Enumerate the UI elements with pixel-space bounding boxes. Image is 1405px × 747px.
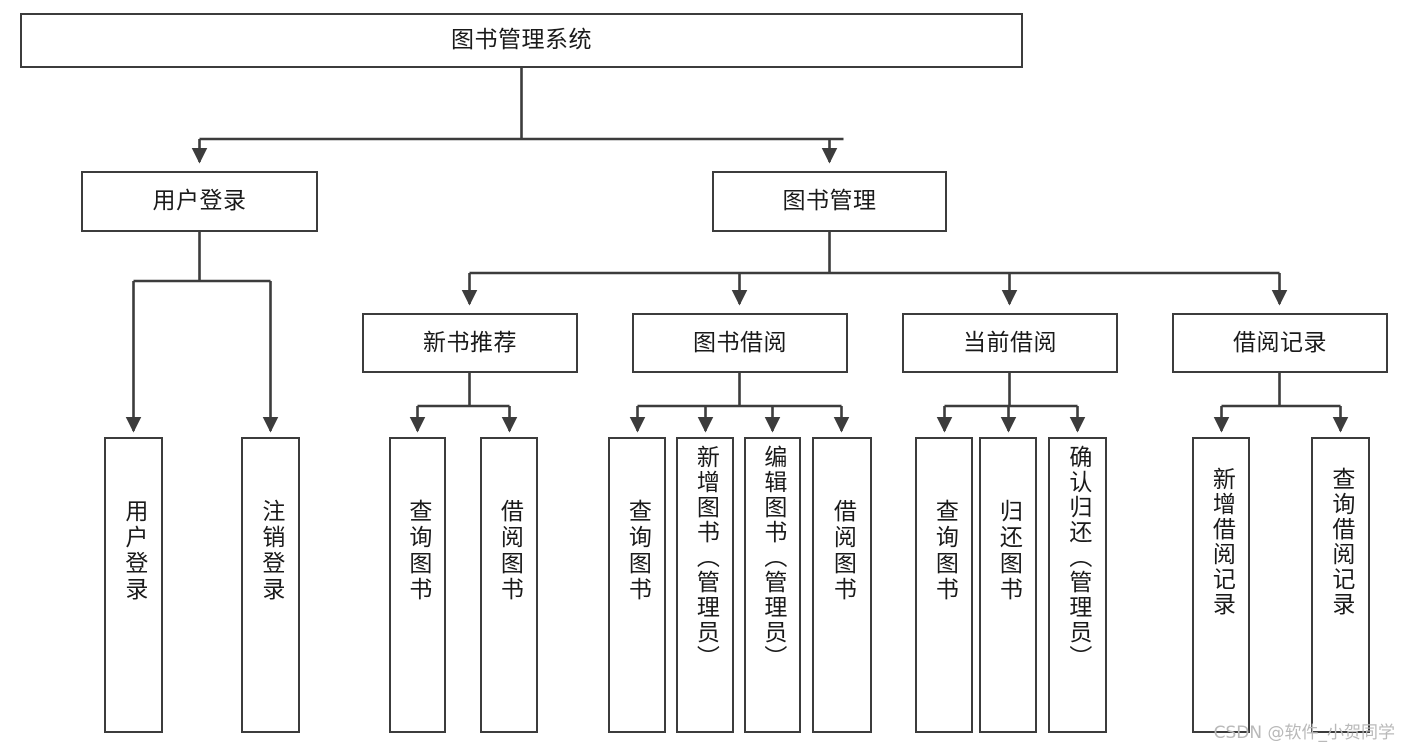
node-label: 归还图书 [995, 499, 1022, 603]
node-label: 新增图书（管理员） [692, 445, 719, 670]
node-label: 借阅记录 [1233, 329, 1327, 356]
node-label: 借阅图书 [829, 499, 856, 603]
node-label: 查询图书 [404, 499, 431, 603]
leaf-book-borrow-add[interactable]: 新增图书（管理员） [676, 437, 734, 733]
node-label: 借阅图书 [496, 499, 523, 603]
node-label: 当前借阅 [963, 329, 1057, 356]
node-book-borrow[interactable]: 图书借阅 [632, 313, 848, 373]
node-label: 编辑图书（管理员） [759, 445, 786, 670]
leaf-current-borrow-confirm[interactable]: 确认归还（管理员） [1048, 437, 1107, 733]
node-label: 图书借阅 [693, 329, 787, 356]
node-book-management[interactable]: 图书管理 [712, 171, 947, 232]
leaf-borrow-record-query[interactable]: 查询借阅记录 [1311, 437, 1370, 733]
leaf-book-borrow-borrow[interactable]: 借阅图书 [812, 437, 872, 733]
node-label: 用户登录 [152, 188, 247, 215]
node-label: 图书管理 [782, 188, 877, 215]
node-current-borrow[interactable]: 当前借阅 [902, 313, 1118, 373]
node-label: 新书推荐 [423, 329, 517, 356]
node-root-system[interactable]: 图书管理系统 [20, 13, 1023, 68]
csdn-watermark: CSDN @软件_小贺同学 [1213, 723, 1395, 743]
node-user-login[interactable]: 用户登录 [81, 171, 318, 232]
leaf-new-book-query[interactable]: 查询图书 [389, 437, 446, 733]
node-label: 注销登录 [257, 499, 284, 603]
leaf-current-borrow-return[interactable]: 归还图书 [979, 437, 1037, 733]
leaf-new-book-borrow[interactable]: 借阅图书 [480, 437, 538, 733]
node-label: 图书管理系统 [451, 27, 592, 54]
node-new-book-recommend[interactable]: 新书推荐 [362, 313, 578, 373]
leaf-book-borrow-edit[interactable]: 编辑图书（管理员） [744, 437, 801, 733]
leaf-user-login-logout[interactable]: 注销登录 [241, 437, 300, 733]
node-label: 查询借阅记录 [1327, 467, 1354, 617]
leaf-user-login-login[interactable]: 用户登录 [104, 437, 163, 733]
node-label: 确认归还（管理员） [1064, 445, 1091, 670]
node-label: 新增借阅记录 [1208, 467, 1235, 617]
leaf-current-borrow-query[interactable]: 查询图书 [915, 437, 973, 733]
leaf-book-borrow-query[interactable]: 查询图书 [608, 437, 666, 733]
node-label: 查询图书 [624, 499, 651, 603]
node-label: 用户登录 [120, 499, 147, 603]
leaf-borrow-record-add[interactable]: 新增借阅记录 [1192, 437, 1250, 733]
node-label: 查询图书 [931, 499, 958, 603]
node-borrow-record[interactable]: 借阅记录 [1172, 313, 1388, 373]
